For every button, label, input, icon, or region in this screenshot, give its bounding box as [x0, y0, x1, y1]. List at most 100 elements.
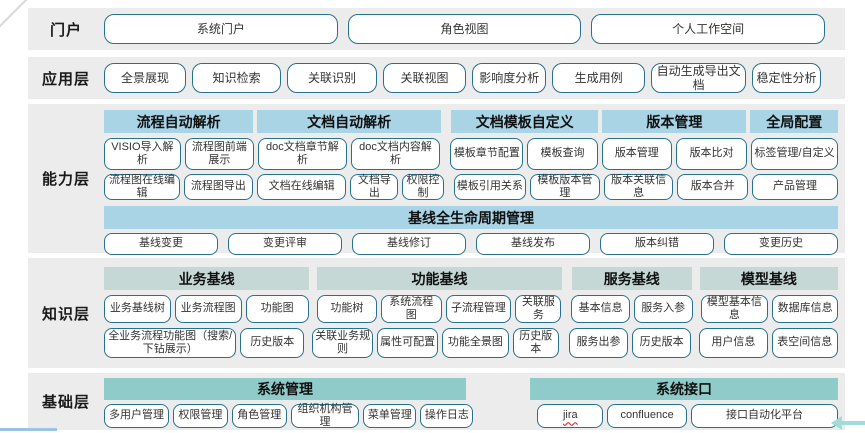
knowledge-row-0: 业务基线功能基线服务基线模型基线 [104, 267, 838, 290]
module-button[interactable]: 子流程管理 [445, 295, 512, 323]
module-button[interactable]: 生成用例 [552, 63, 646, 93]
module-button[interactable]: 版本管理 [601, 138, 672, 170]
module-button[interactable]: 关联识别 [287, 63, 377, 93]
module-button[interactable]: 系统门户 [104, 14, 338, 44]
module-button[interactable]: 历史版本 [632, 328, 692, 358]
module-button-label: 关联业务规则 [315, 329, 371, 355]
module-button[interactable]: 接口自动化平台 [690, 404, 838, 428]
module-button-label: 角色视图 [440, 21, 489, 36]
module-button[interactable]: 数据库信息 [772, 295, 839, 323]
layer-content-application: 全景展现知识检索关联识别 关联视图 影响度分析生成用例自动生成导出文档稳定性分析 [104, 57, 822, 99]
module-button-label: 关联视图 [400, 70, 449, 85]
module-button[interactable]: doc文档内容解析 [350, 138, 441, 170]
module-button[interactable]: 版本比对 [675, 138, 748, 170]
module-button[interactable]: 模型基本信息 [700, 295, 769, 323]
module-button[interactable]: 模板查询 [527, 138, 598, 170]
corner-fold-line [0, 0, 31, 29]
layer-band-knowledge: 知识层 业务基线功能基线服务基线模型基线业务基线树业务流程图功能图功能树系统流程… [28, 258, 845, 368]
module-button[interactable]: 版本纠错 [600, 233, 714, 255]
module-button[interactable]: 功能全景图 [442, 328, 509, 358]
module-button[interactable]: 历史版本 [240, 328, 305, 358]
module-button[interactable]: 基线变更 [104, 233, 218, 255]
module-button-label: 模型基本信息 [706, 295, 762, 321]
module-button[interactable]: 标签管理/自定义 [751, 138, 838, 170]
module-button[interactable]: 模板引用关系 [453, 174, 527, 200]
module-button[interactable]: jira [537, 404, 604, 428]
module-button[interactable]: 角色管理 [231, 404, 287, 428]
module-button-label: 基线变更 [139, 237, 183, 250]
module-button[interactable]: 表空间信息 [771, 328, 838, 358]
module-button[interactable]: 模板章节配置 [450, 138, 524, 170]
module-button-label: 文档在线编辑 [268, 180, 335, 193]
module-button-label: jira [562, 409, 578, 422]
module-button[interactable]: 多用户管理 [104, 404, 169, 428]
module-button[interactable]: 自动生成导出文档 [651, 63, 747, 93]
module-button[interactable]: 组织机构管理 [290, 402, 360, 428]
module-button[interactable]: 个人工作空间 [591, 14, 826, 44]
module-button[interactable]: 全业务流程功能图（搜索/下钻展示） [104, 328, 237, 358]
module-button-label: 稳定性分析 [756, 70, 817, 85]
module-button[interactable]: 关联视图 [382, 63, 467, 93]
module-button[interactable]: VISIO导入解析 [104, 138, 181, 170]
module-button-label: 权限控制 [406, 173, 440, 199]
module-button[interactable]: 权限控制 [402, 173, 444, 200]
module-button-label: 影响度分析 [479, 70, 540, 85]
module-button[interactable]: 服务出参 [568, 328, 629, 358]
layer-label-foundation: 基础层 [41, 394, 90, 411]
module-button[interactable]: 模板版本管理 [530, 174, 600, 200]
module-button[interactable]: 菜单管理 [363, 404, 417, 428]
module-button[interactable]: 业务流程图 [174, 295, 242, 323]
module-button[interactable]: 知识检索 [191, 63, 282, 93]
module-button[interactable]: 全景展现 [104, 63, 186, 93]
module-button-label: 组织机构管理 [297, 402, 353, 428]
module-button[interactable]: 功能树 [316, 295, 378, 323]
module-button[interactable]: 服务入参 [633, 295, 693, 323]
module-button[interactable]: 系统流程图 [381, 295, 442, 323]
module-button[interactable]: 关联业务规则 [312, 328, 374, 358]
module-button[interactable]: confluence [607, 404, 687, 428]
module-button[interactable]: 用户信息 [699, 328, 768, 358]
module-button[interactable]: 操作日志 [420, 404, 474, 428]
module-button-label: 基线修订 [387, 237, 431, 250]
module-button[interactable]: 流程图导出 [184, 174, 253, 200]
module-button[interactable]: 基本信息 [571, 295, 630, 323]
module-button[interactable]: 流程图前端展示 [184, 138, 255, 170]
module-button-label: 业务基线树 [109, 302, 165, 315]
module-button[interactable]: 版本合并 [677, 174, 748, 200]
module-button[interactable]: 关联服务 [515, 295, 562, 323]
module-button[interactable]: 变更评审 [228, 233, 342, 255]
module-button-label: 服务出参 [576, 336, 621, 349]
module-button-label: 基本信息 [578, 302, 623, 315]
group-header: 全局配置 [750, 110, 838, 133]
module-button[interactable]: 变更历史 [724, 233, 838, 255]
module-button[interactable]: doc文档章节解析 [258, 138, 347, 170]
module-button-label: 版本关联信息 [611, 173, 667, 199]
module-button[interactable]: 权限管理 [172, 404, 228, 428]
module-button[interactable]: 业务基线树 [104, 295, 171, 323]
module-button[interactable]: 角色视图 [347, 14, 582, 44]
module-button-label: 服务入参 [641, 302, 686, 315]
group-header: 版本管理 [602, 110, 747, 133]
module-button[interactable]: 基线发布 [476, 233, 590, 255]
module-button-label: 菜单管理 [367, 409, 412, 422]
module-button[interactable]: 基线修订 [352, 233, 466, 255]
module-button[interactable]: 文档导出 [350, 173, 399, 200]
module-button-label: 历史版本 [519, 329, 553, 355]
module-button-label: 多用户管理 [108, 409, 164, 422]
module-button[interactable]: 流程图在线编辑 [104, 174, 181, 200]
module-button[interactable]: 版本关联信息 [603, 173, 674, 200]
module-button[interactable]: 文档在线编辑 [256, 174, 347, 200]
module-button[interactable]: 产品管理 [751, 174, 838, 200]
module-button-label: 流程图导出 [190, 180, 246, 193]
bottom-accent-line [0, 428, 57, 431]
module-button[interactable]: 属性可配置 [377, 328, 439, 358]
module-button[interactable]: 功能图 [245, 295, 309, 323]
module-button-label: 基线发布 [511, 237, 555, 250]
module-button-label: 文档导出 [357, 173, 391, 199]
module-button[interactable]: 历史版本 [512, 328, 559, 358]
module-button[interactable]: 影响度分析 [472, 63, 547, 93]
module-button[interactable]: 稳定性分析 [752, 63, 822, 93]
